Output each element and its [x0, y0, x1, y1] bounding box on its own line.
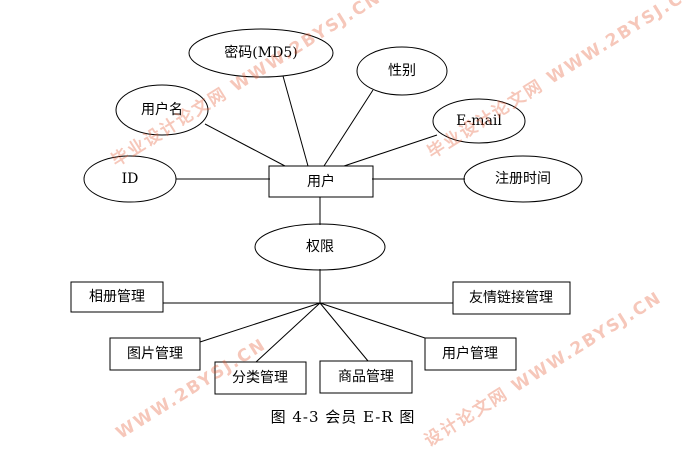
module-category-label: 分类管理 — [232, 370, 288, 386]
attr-username-ellipse — [115, 84, 209, 136]
attr-email-ellipse — [432, 98, 526, 144]
module-picture-label: 图片管理 — [127, 346, 183, 362]
edge-picture — [199, 302, 321, 343]
edge-user-admin — [319, 302, 426, 339]
edge-username — [204, 123, 286, 167]
figure-caption: 图 4-3 会员 E-R 图 — [270, 408, 416, 426]
attr-username-label: 用户名 — [141, 101, 183, 118]
module-category-box — [214, 361, 307, 395]
module-friend-links-box — [452, 281, 571, 315]
edge-category — [255, 302, 321, 363]
entity-user-box — [268, 165, 374, 198]
attr-password-label: 密码(MD5) — [224, 44, 297, 61]
edge-email — [343, 134, 438, 167]
edge-password — [282, 75, 309, 167]
module-friend-links-label: 友情链接管理 — [469, 289, 553, 306]
attr-id-ellipse — [83, 155, 177, 203]
entity-user-label: 用户 — [307, 173, 335, 190]
attr-register-time-ellipse — [463, 155, 583, 203]
module-user-admin-label: 用户管理 — [442, 345, 498, 362]
module-user-admin-box — [424, 337, 517, 371]
edge-product — [319, 302, 369, 362]
attr-email-label: E-mail — [456, 113, 502, 129]
relationship-permission-ellipse — [254, 223, 386, 271]
relationship-permission-label: 权限 — [306, 239, 334, 255]
attr-id-label: ID — [122, 171, 139, 187]
module-album-box — [70, 281, 164, 313]
module-product-box — [319, 360, 413, 394]
attr-gender-ellipse — [356, 46, 448, 96]
module-picture-box — [109, 337, 201, 371]
module-product-label: 商品管理 — [338, 369, 394, 385]
module-album-label: 相册管理 — [89, 289, 145, 305]
edge-gender — [323, 89, 374, 167]
attr-password-ellipse — [188, 28, 334, 78]
attr-gender-label: 性别 — [388, 63, 416, 79]
attr-register-time-label: 注册时间 — [495, 171, 551, 187]
